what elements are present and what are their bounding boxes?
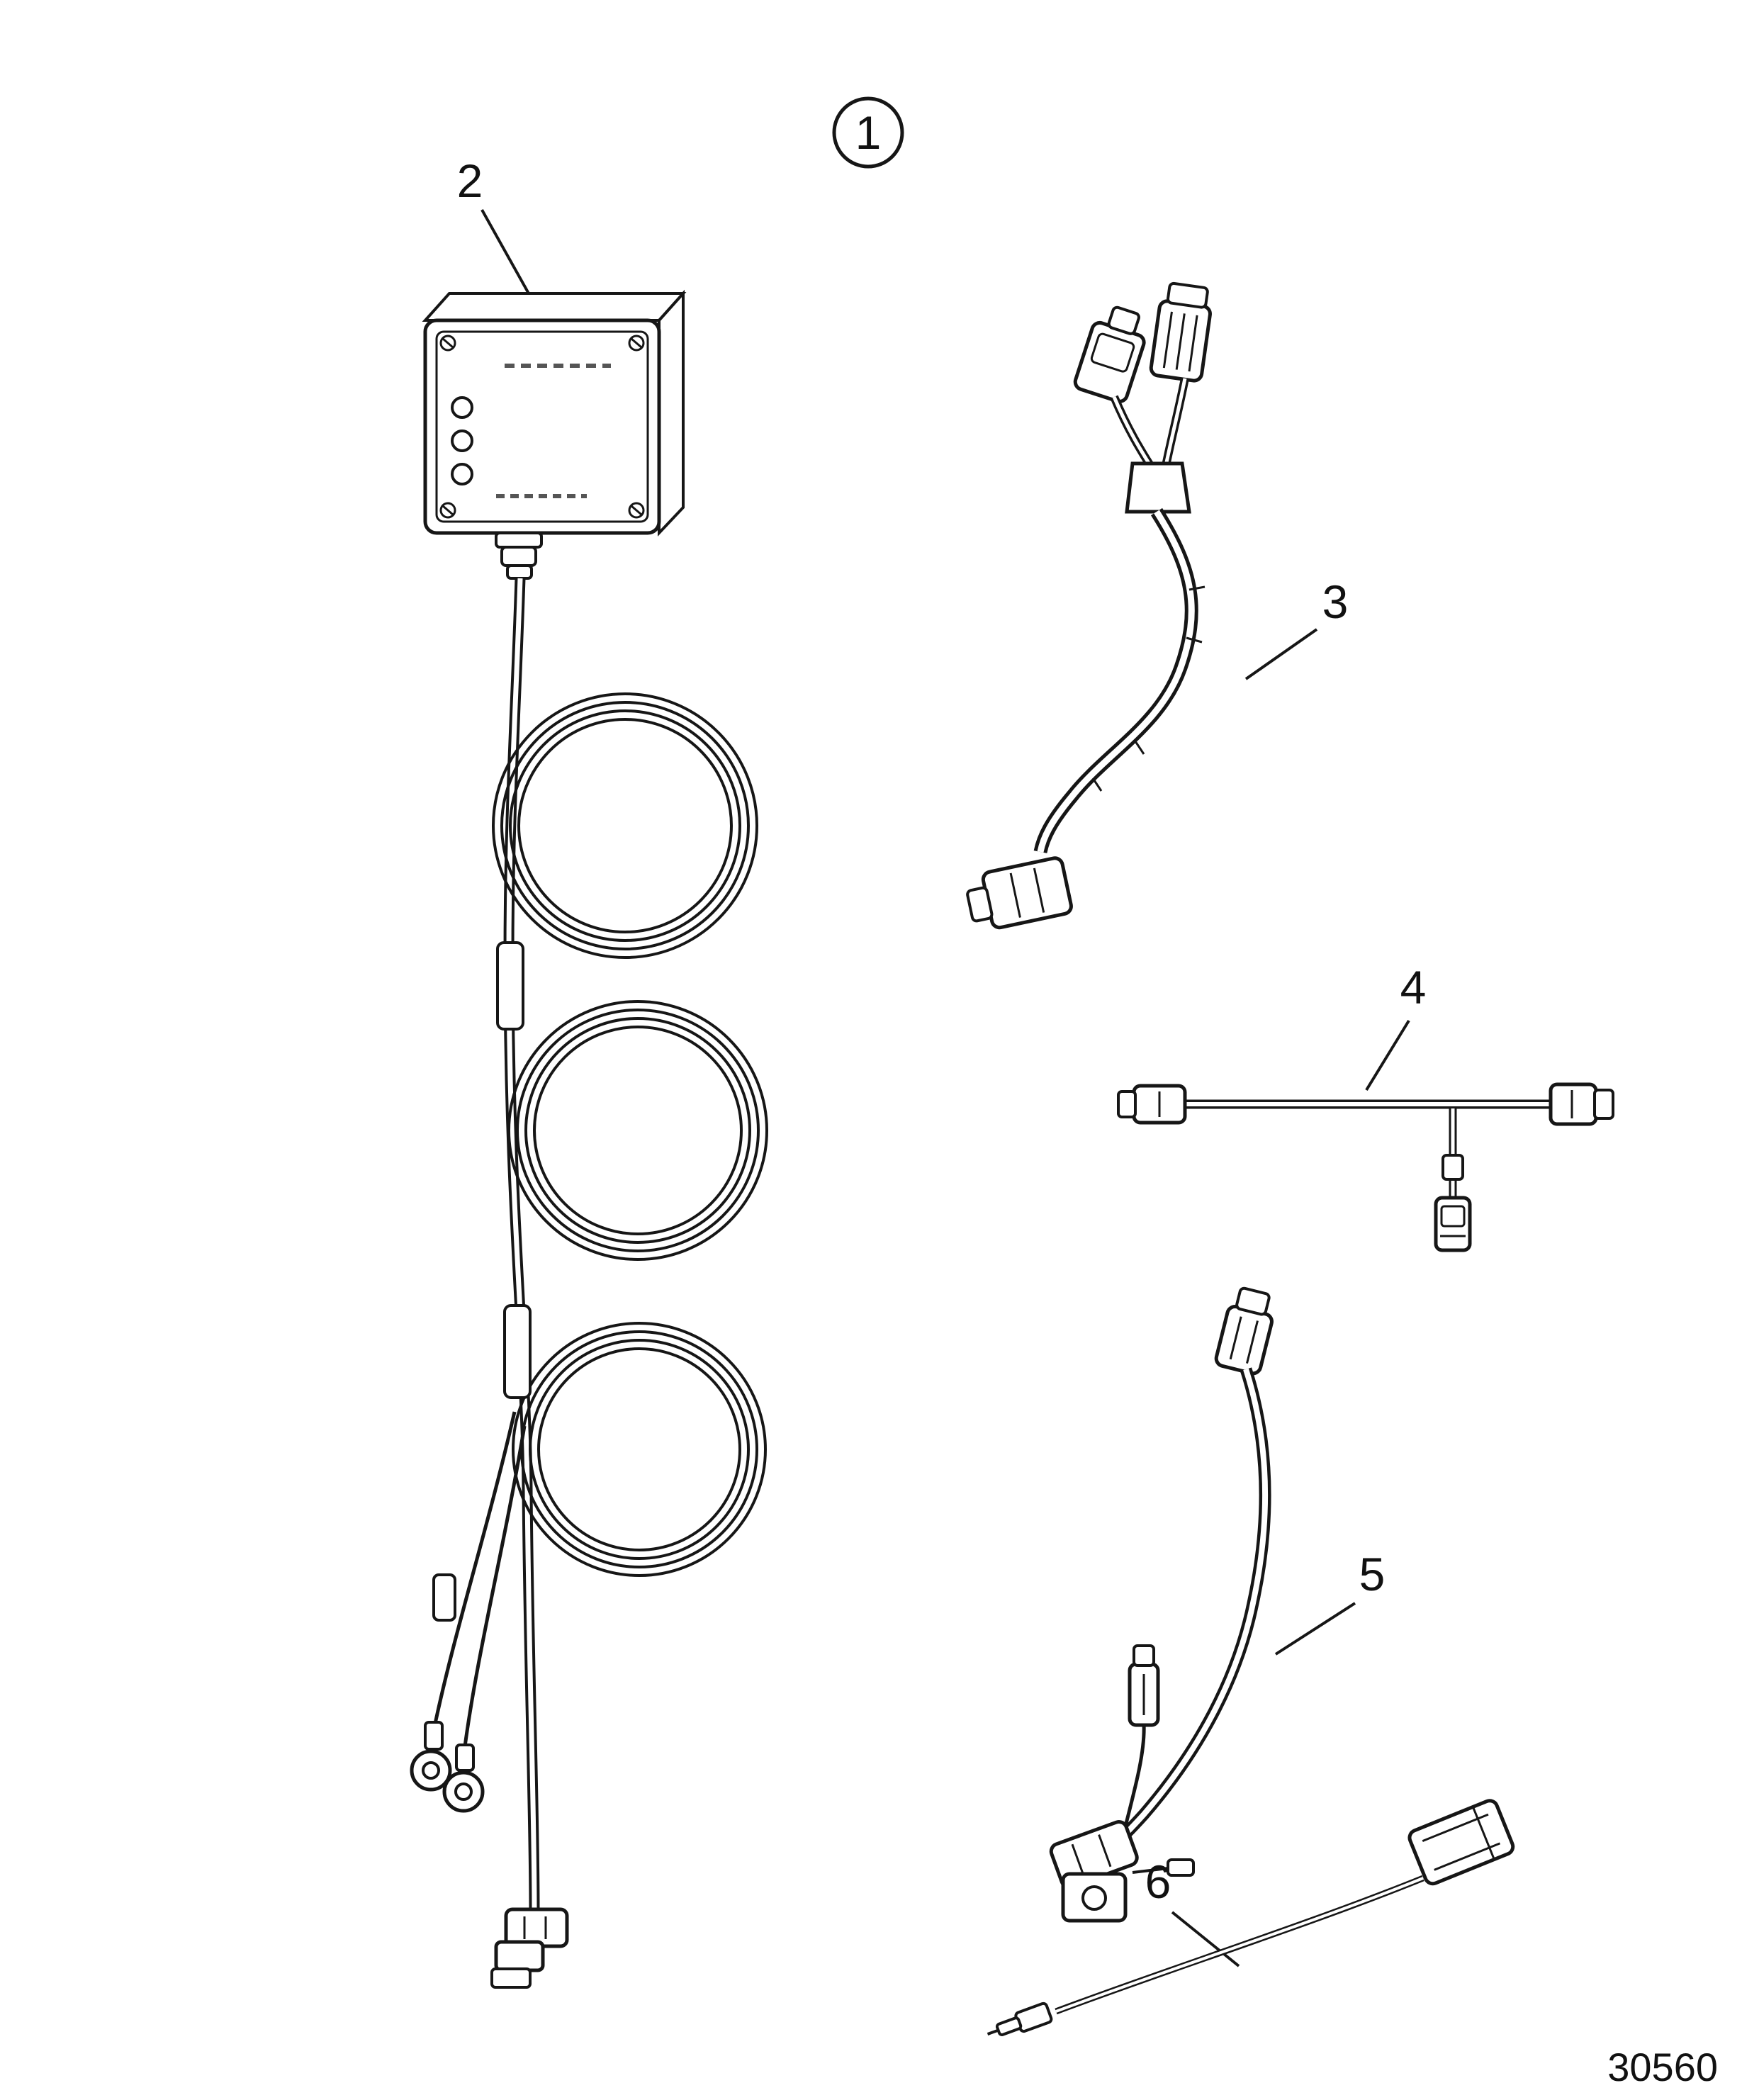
ring-terminal-right	[442, 1744, 485, 1813]
part-t-harness: 4	[1117, 961, 1614, 1252]
callout-label-6: 6	[1145, 1855, 1171, 1908]
link-harness-cable	[1107, 1367, 1271, 1852]
leader-line-3	[1244, 628, 1318, 680]
link-harness-angle-connector	[1049, 1820, 1195, 1923]
y-harness-connector-c	[966, 856, 1073, 930]
callout-label-2: 2	[457, 155, 483, 207]
sensor-lead-cable	[1055, 1875, 1424, 2015]
inline-splice	[432, 1573, 456, 1622]
cable-coil-middle	[507, 1000, 768, 1261]
callout-label-3: 3	[1322, 575, 1349, 628]
y-harness-connector-a	[1073, 305, 1146, 403]
leader-line-6	[1171, 1911, 1240, 1967]
leader-line-4	[1365, 1019, 1410, 1091]
module-cable-gland	[495, 532, 543, 580]
drawing-number: 30560	[1607, 2045, 1718, 2089]
cable-coil-bottom	[512, 1322, 767, 1577]
module-screws	[439, 335, 645, 519]
t-harness-cable	[1182, 1099, 1551, 1198]
leader-line-5	[1274, 1602, 1356, 1656]
ring-terminal-wires	[433, 1411, 527, 1747]
part-control-module: 2	[410, 155, 768, 1989]
part-link-harness: 5	[1049, 1286, 1386, 1923]
callout-label-5: 5	[1359, 1548, 1386, 1600]
t-harness-drop-connector	[1434, 1154, 1472, 1252]
y-harness-junction-sleeve	[1125, 461, 1191, 514]
sensor-lead-tip	[987, 2001, 1053, 2036]
part-sensor-lead: 6	[987, 1799, 1515, 2036]
t-harness-connector-left	[1117, 1084, 1187, 1125]
cable-sleeve-lower	[503, 1304, 532, 1399]
module-side-face	[658, 289, 685, 537]
module-top-face	[422, 292, 687, 322]
leader-line-2	[481, 209, 537, 307]
module-indicator-leds	[451, 396, 473, 485]
y-harness-connector-b	[1149, 281, 1212, 383]
callout-label-4: 4	[1400, 961, 1427, 1013]
module-cable-end-connector	[490, 1907, 569, 1989]
ring-terminal-left	[410, 1721, 452, 1792]
module-inner-border	[435, 330, 649, 523]
link-harness-top-connector	[1214, 1286, 1274, 1376]
cable-sleeve-upper	[496, 941, 524, 1031]
callout-circle	[832, 96, 904, 169]
y-harness-cable	[1033, 507, 1206, 854]
t-harness-connector-right	[1549, 1082, 1614, 1126]
module-front-face	[423, 318, 661, 535]
callout-assembly: 1	[832, 96, 904, 169]
module-label-marks	[496, 364, 611, 498]
part-y-harness: 3	[966, 281, 1349, 930]
sensor-lead-connector	[1407, 1799, 1515, 1886]
callout-label-1: 1	[855, 106, 882, 159]
cable-coil-top	[492, 692, 758, 959]
spade-terminal	[1167, 1858, 1195, 1877]
